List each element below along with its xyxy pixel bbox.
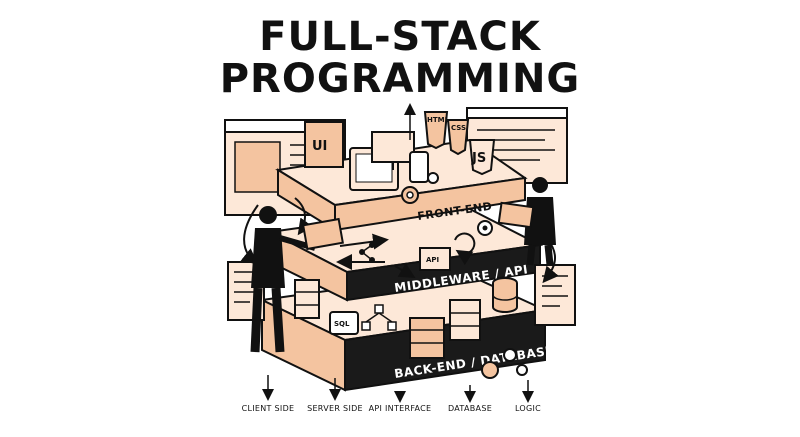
developer-right-figure <box>497 177 556 266</box>
footer-label-api-interface: API INTERFACE <box>368 404 432 413</box>
gears-icon <box>481 348 528 379</box>
css-badge: CSS <box>446 119 470 156</box>
js-badge: JS <box>468 139 496 176</box>
device-monitor <box>371 131 415 170</box>
server-stack-icon <box>409 299 481 359</box>
flow-arrow-icon <box>240 204 259 265</box>
svg-text:UI: UI <box>312 139 327 154</box>
title-line-2: PROGRAMMING <box>219 56 581 102</box>
sync-arrows-icon <box>454 232 476 266</box>
flow-arrow-icon <box>294 197 314 236</box>
double-arrow-icon <box>336 233 416 279</box>
database-icon <box>492 277 518 313</box>
footer-label-logic: LOGIC <box>514 404 542 413</box>
code-panel-right <box>534 264 576 326</box>
server-rack-icon <box>294 279 320 319</box>
svg-text:CSS: CSS <box>451 124 466 132</box>
gear-icon <box>477 220 493 236</box>
api-badge: API <box>419 247 451 271</box>
html-badge: HTML <box>423 111 450 150</box>
device-phone <box>409 151 429 183</box>
title-line-1: FULL-STACK <box>259 14 541 60</box>
svg-text:HTML: HTML <box>427 116 450 124</box>
svg-text:JS: JS <box>471 151 486 166</box>
network-icon <box>359 242 375 263</box>
footer-label-server-side: SERVER SIDE <box>307 404 363 413</box>
gear-icon <box>401 172 439 204</box>
svg-text:API: API <box>426 256 439 264</box>
footer-label-client-side: CLIENT SIDE <box>241 404 295 413</box>
svg-text:SQL: SQL <box>334 320 350 328</box>
hierarchy-icon <box>361 304 397 331</box>
footer-label-database: DATABASE <box>447 404 493 413</box>
sql-badge: SQL <box>329 311 359 335</box>
developer-left-figure <box>250 206 344 353</box>
ui-badge: UI <box>304 121 344 168</box>
